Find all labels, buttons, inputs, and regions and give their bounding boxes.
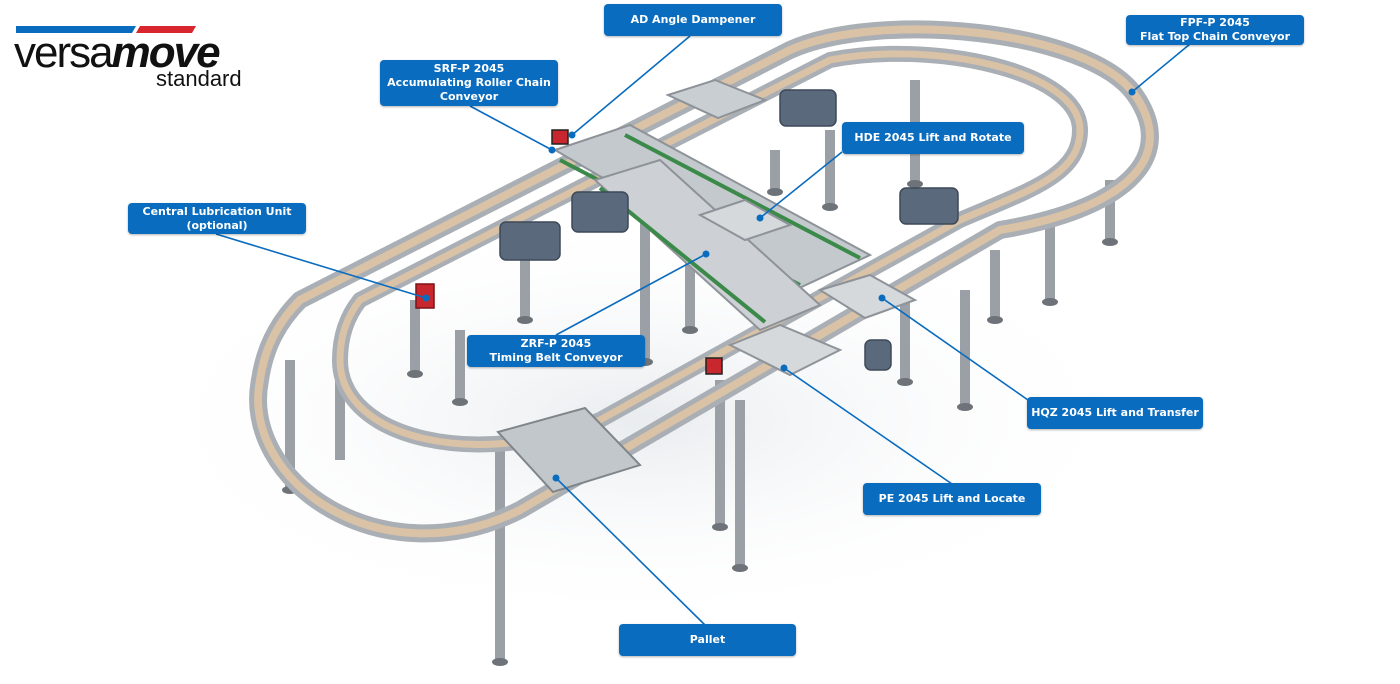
outer-track-belt bbox=[254, 25, 1154, 538]
angle-dampener-plate bbox=[665, 78, 768, 120]
leg-feet bbox=[282, 180, 1118, 666]
callout-timing-belt-conveyor: ZRF-P 2045 Timing Belt Conveyor bbox=[467, 335, 645, 367]
callout-flat-top-chain-conveyor: FPF-P 2045 Flat Top Chain Conveyor bbox=[1126, 15, 1304, 45]
brand-name-bold: move bbox=[111, 28, 221, 77]
inner-track-belt bbox=[336, 50, 1084, 448]
callout-line: SRF-P 2045 bbox=[433, 62, 505, 75]
callout-line: Pallet bbox=[689, 633, 726, 646]
leader-lines bbox=[215, 35, 1191, 627]
logo-stripe bbox=[16, 26, 196, 33]
callout-line: Flat Top Chain Conveyor bbox=[1139, 30, 1291, 43]
sensor-block bbox=[551, 129, 569, 145]
callout-line: PE 2045 Lift and Locate bbox=[878, 492, 1026, 505]
lift-rotate-plate bbox=[697, 198, 793, 242]
brand-edition: standard bbox=[156, 66, 242, 91]
callout-lift-and-rotate: HDE 2045 Lift and Rotate bbox=[842, 122, 1024, 154]
callout-accumulating-roller-chain-conveyor: SRF-P 2045 Accumulating Roller Chain Con… bbox=[380, 60, 558, 106]
lift-transfer-plate bbox=[817, 273, 918, 320]
callout-pallet: Pallet bbox=[619, 624, 796, 656]
gear-motors bbox=[499, 89, 959, 371]
callout-line: HQZ 2045 Lift and Transfer bbox=[1031, 406, 1199, 419]
callout-line: HDE 2045 Lift and Rotate bbox=[854, 131, 1012, 144]
callout-line: Central Lubrication Unit bbox=[142, 204, 292, 218]
brand-wordmark: versamove bbox=[14, 28, 221, 78]
lift-locate-plate bbox=[727, 323, 843, 377]
callout-central-lubrication-unit: Central Lubrication Unit (optional) bbox=[128, 203, 306, 234]
callout-line: FPF-P 2045 bbox=[1180, 16, 1250, 29]
callout-line: Timing Belt Conveyor bbox=[489, 351, 623, 364]
brand-logo: versamove standard bbox=[10, 26, 280, 94]
callout-lift-and-locate: PE 2045 Lift and Locate bbox=[863, 483, 1041, 515]
callout-line: Accumulating Roller Chain bbox=[387, 76, 551, 89]
callout-line: ZRF-P 2045 bbox=[520, 337, 592, 350]
leader-dots bbox=[422, 88, 1136, 482]
brand-name-regular: versa bbox=[14, 28, 114, 77]
sensor-block bbox=[705, 357, 723, 375]
callout-line: (optional) bbox=[186, 218, 248, 232]
callout-line: AD Angle Dampener bbox=[630, 13, 756, 26]
callout-lift-and-transfer: HQZ 2045 Lift and Transfer bbox=[1027, 397, 1203, 429]
callout-line: Conveyor bbox=[439, 90, 499, 103]
callout-angle-dampener: AD Angle Dampener bbox=[604, 4, 782, 36]
pallet-plate bbox=[496, 406, 642, 494]
